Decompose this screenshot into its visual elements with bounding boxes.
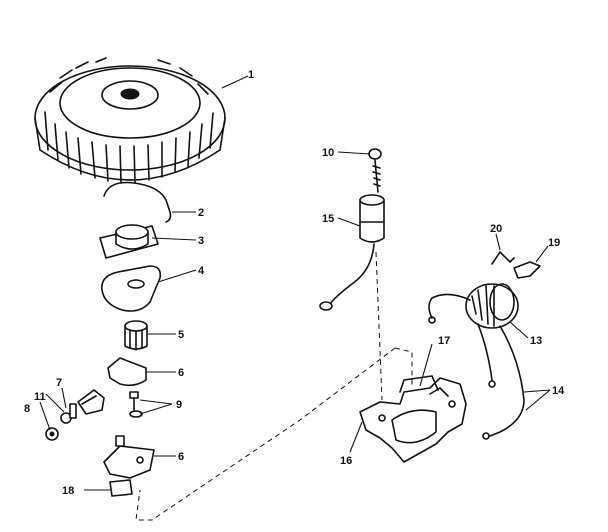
assembly-line-3 (135, 347, 396, 521)
callout-20: 20 (490, 223, 502, 235)
callout-10: 10 (322, 147, 334, 159)
callout-6b: 6 (178, 451, 184, 463)
callout-18: 18 (62, 485, 74, 497)
ignition-coil (428, 283, 525, 440)
bushing (124, 320, 148, 351)
callout-7: 7 (56, 377, 62, 389)
callout-5: 5 (178, 329, 184, 341)
condenser-bracket (103, 435, 155, 479)
callout-6a: 6 (178, 367, 184, 379)
spacer-7 (69, 403, 77, 419)
condenser (319, 194, 385, 311)
callout-14: 14 (552, 385, 565, 397)
callout-13: 13 (530, 335, 542, 347)
screw-washer (129, 391, 143, 418)
callout-9: 9 (176, 399, 182, 411)
callout-8: 8 (24, 403, 30, 415)
breaker-point-assembly (77, 389, 105, 415)
callout-1: 1 (248, 69, 254, 81)
callout-4: 4 (198, 265, 205, 277)
callout-17: 17 (438, 335, 450, 347)
callout-2: 2 (198, 207, 204, 219)
leader-lines (39, 75, 551, 491)
assembly-line-1 (375, 251, 383, 401)
nut-8-hole (49, 431, 55, 437)
felt-pad (109, 479, 133, 497)
cam-plate (101, 265, 162, 312)
callout-3: 3 (198, 235, 204, 247)
callout-11: 11 (34, 391, 46, 403)
flywheel (34, 57, 226, 183)
callout-16: 16 (340, 455, 352, 467)
callout-19: 19 (548, 237, 560, 249)
armature-base (359, 375, 467, 463)
spring-clip (103, 181, 172, 223)
screw-10 (368, 148, 382, 193)
breaker-arm (107, 357, 147, 387)
callout-numbers: 1 2 3 4 5 6 7 11 8 9 6 18 10 15 20 19 13… (24, 69, 565, 497)
callout-15: 15 (322, 213, 334, 225)
wire-clip (491, 251, 515, 265)
bushing-plate (99, 224, 159, 259)
spring-19 (513, 261, 541, 279)
assembly-line-2 (394, 347, 413, 386)
